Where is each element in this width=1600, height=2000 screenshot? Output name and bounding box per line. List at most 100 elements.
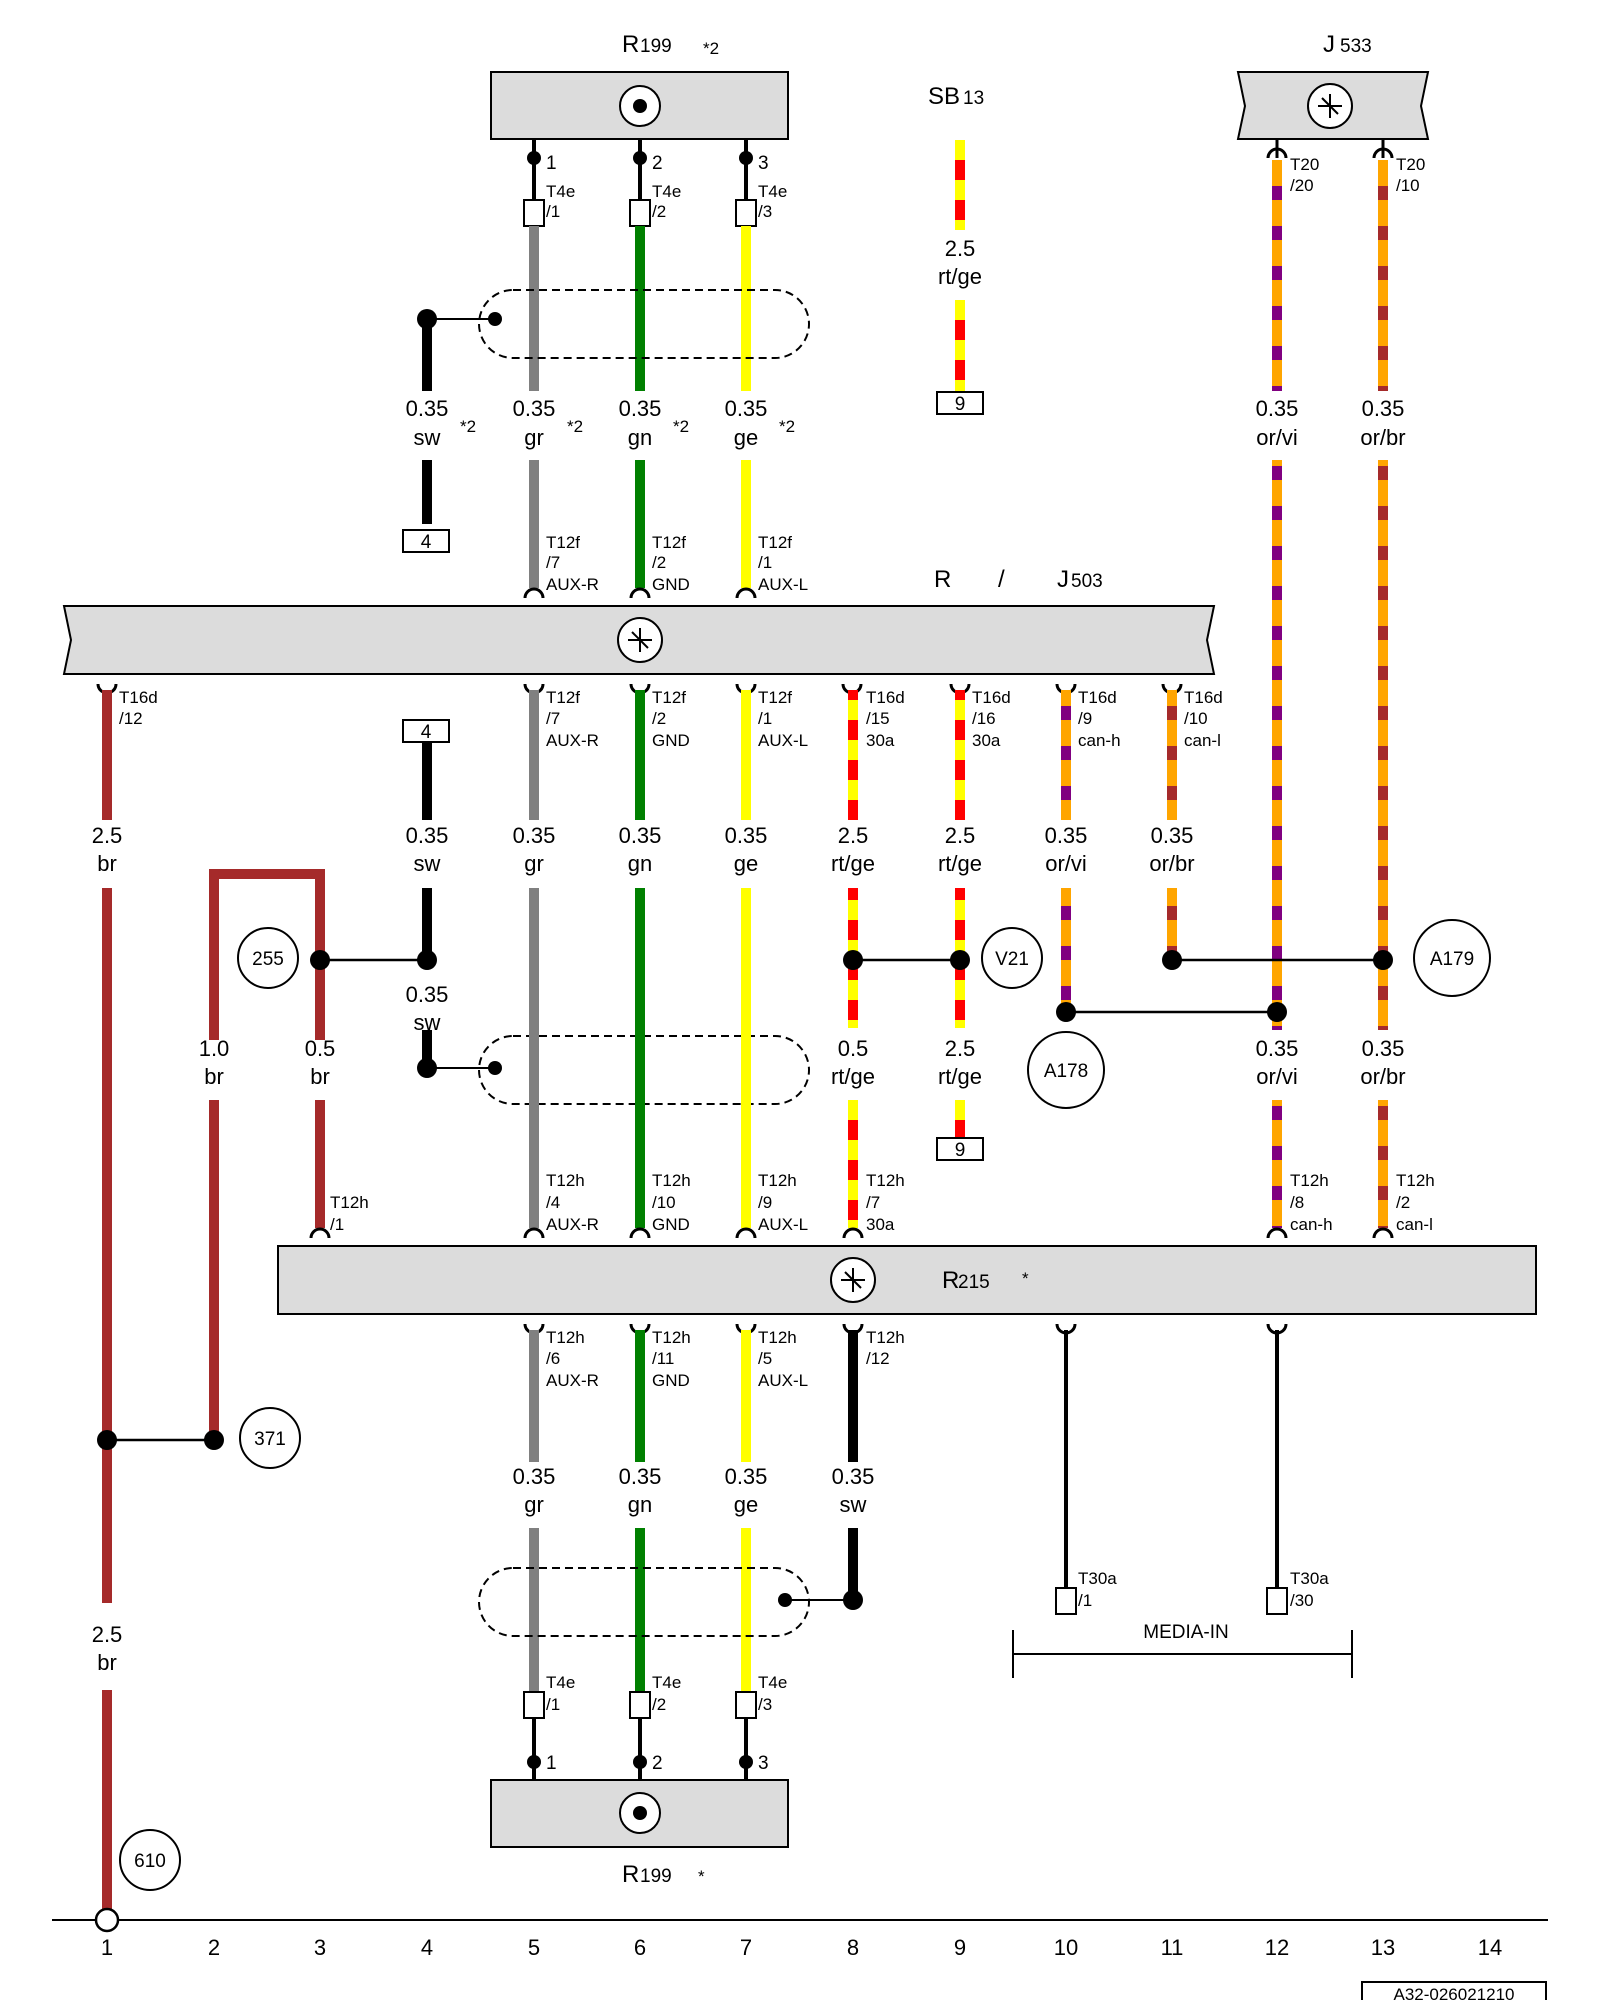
svg-text:/7: /7: [546, 553, 560, 572]
ref-371: 371: [254, 1429, 286, 1450]
svg-text:215: 215: [958, 1272, 990, 1293]
svg-text:AUX-L: AUX-L: [758, 1215, 808, 1234]
r215-component: R 215 *: [277, 1245, 1537, 1315]
svg-text:/10: /10: [1184, 709, 1208, 728]
svg-text:7: 7: [740, 1935, 752, 1960]
svg-text:/2: /2: [652, 553, 666, 572]
svg-text:SB: SB: [928, 83, 960, 110]
svg-text:gn: gn: [628, 425, 652, 450]
svg-text:J: J: [1323, 31, 1335, 58]
svg-text:2.5: 2.5: [92, 823, 123, 848]
svg-text:T12f: T12f: [546, 688, 580, 707]
svg-text:0.35: 0.35: [1256, 396, 1299, 421]
svg-text:T30a: T30a: [1290, 1569, 1329, 1588]
svg-text:30a: 30a: [972, 731, 1001, 750]
svg-text:br: br: [97, 1650, 117, 1675]
ref-v21: V21: [995, 949, 1029, 970]
svg-text:T12h: T12h: [1396, 1171, 1435, 1190]
j503-bottom-pins: T16d /12 T12f /7 AUX-R T12f /2 GND T12f …: [96, 683, 1223, 750]
top-wires: 4: [402, 226, 810, 588]
svg-text:T12h: T12h: [866, 1328, 905, 1347]
svg-text:can-l: can-l: [1184, 731, 1221, 750]
svg-text:sw: sw: [414, 851, 441, 876]
svg-text:R: R: [942, 1267, 959, 1294]
svg-text:12: 12: [1265, 1935, 1289, 1960]
svg-text:rt/ge: rt/ge: [831, 1064, 875, 1089]
svg-text:R: R: [622, 1861, 639, 1888]
t4e-top-1-a: T4e: [546, 182, 575, 201]
svg-text:T12h: T12h: [758, 1328, 797, 1347]
svg-text:0.35: 0.35: [1256, 1036, 1299, 1061]
svg-text:8: 8: [847, 1935, 859, 1960]
svg-text:/2: /2: [652, 1695, 666, 1714]
svg-text:/20: /20: [1290, 176, 1314, 195]
svg-text:T12f: T12f: [758, 533, 792, 552]
svg-text:199: 199: [640, 1866, 672, 1887]
svg-text:9: 9: [954, 1935, 966, 1960]
svg-text:T12f: T12f: [652, 533, 686, 552]
svg-text:AUX-R: AUX-R: [546, 1371, 599, 1390]
svg-text:/1: /1: [758, 553, 772, 572]
svg-text:0.35: 0.35: [1362, 1036, 1405, 1061]
svg-text:2.5: 2.5: [838, 823, 869, 848]
svg-text:br: br: [204, 1064, 224, 1089]
svg-text:T4e: T4e: [546, 1673, 575, 1692]
svg-text:0.35: 0.35: [1362, 396, 1405, 421]
svg-text:3: 3: [758, 1753, 769, 1774]
svg-text:/1: /1: [330, 1215, 344, 1234]
svg-text:/10: /10: [652, 1193, 676, 1212]
t4e-top-2-a: T4e: [652, 182, 681, 201]
svg-text:sw: sw: [414, 1010, 441, 1035]
svg-text:0.35: 0.35: [1045, 823, 1088, 848]
svg-text:6: 6: [634, 1935, 646, 1960]
svg-text:AUX-R: AUX-R: [546, 575, 599, 594]
svg-text:gn: gn: [628, 1492, 652, 1517]
ref-a178: A178: [1044, 1061, 1088, 1082]
svg-text:30a: 30a: [866, 731, 895, 750]
svg-text:/9: /9: [758, 1193, 772, 1212]
svg-text:/2: /2: [652, 709, 666, 728]
svg-text:T12h: T12h: [330, 1193, 369, 1212]
svg-text:11: 11: [1161, 1935, 1184, 1960]
svg-text:can-h: can-h: [1290, 1215, 1333, 1234]
svg-text:/9: /9: [1078, 709, 1092, 728]
svg-text:14: 14: [1478, 1935, 1502, 1960]
svg-text:GND: GND: [652, 731, 690, 750]
svg-text:T16d: T16d: [1078, 688, 1117, 707]
r199-top-sub: 199: [640, 36, 672, 57]
svg-text:0.35: 0.35: [725, 823, 768, 848]
svg-text:T20: T20: [1396, 155, 1425, 174]
r199-bottom-section: T4e /1 T4e /2 T4e /3 1 2 3 R 199 *: [478, 1528, 863, 1888]
svg-text:rt/ge: rt/ge: [938, 264, 982, 289]
mid-wire-labels: 2.5 br 0.35 sw 0.35 gr 0.35 gn 0.35 ge 2…: [92, 823, 1195, 876]
svg-text:T16d: T16d: [1184, 688, 1223, 707]
svg-text:/7: /7: [546, 709, 560, 728]
svg-text:T12h: T12h: [546, 1328, 585, 1347]
svg-text:/12: /12: [866, 1349, 890, 1368]
svg-text:T4e: T4e: [652, 1673, 681, 1692]
media-in-label: MEDIA-IN: [1143, 1622, 1229, 1643]
svg-text:1: 1: [546, 1753, 557, 1774]
svg-text:can-l: can-l: [1396, 1215, 1433, 1234]
r215-top-pin-labels: T12h /1 T12h /4 AUX-R T12h /10 GND T12h …: [330, 1171, 1435, 1234]
svg-text:rt/ge: rt/ge: [831, 851, 875, 876]
ref-a179: A179: [1430, 949, 1474, 970]
svg-text:T16d: T16d: [866, 688, 905, 707]
svg-text:/10: /10: [1396, 176, 1420, 195]
svg-text:or/vi: or/vi: [1045, 851, 1087, 876]
circle-references: 255 V21 A178 A179 371 610: [119, 919, 1491, 1891]
svg-text:T12h: T12h: [758, 1171, 797, 1190]
column-axis: 1 2 3 4 5 6 7 8 9 10 11 12 13 14: [52, 1907, 1548, 1960]
svg-text:AUX-L: AUX-L: [758, 575, 808, 594]
svg-text:10: 10: [1054, 1935, 1078, 1960]
svg-text:0.35: 0.35: [406, 823, 449, 848]
svg-text:0.35: 0.35: [406, 396, 449, 421]
ref-255: 255: [252, 949, 284, 970]
t4e-top-3-b: /3: [758, 202, 772, 221]
svg-text:/4: /4: [546, 1193, 560, 1212]
svg-text:0.35: 0.35: [619, 1464, 662, 1489]
svg-text:/30: /30: [1290, 1591, 1314, 1610]
svg-text:AUX-L: AUX-L: [758, 1371, 808, 1390]
svg-text:1: 1: [101, 1935, 113, 1960]
svg-text:*: *: [698, 1867, 705, 1886]
